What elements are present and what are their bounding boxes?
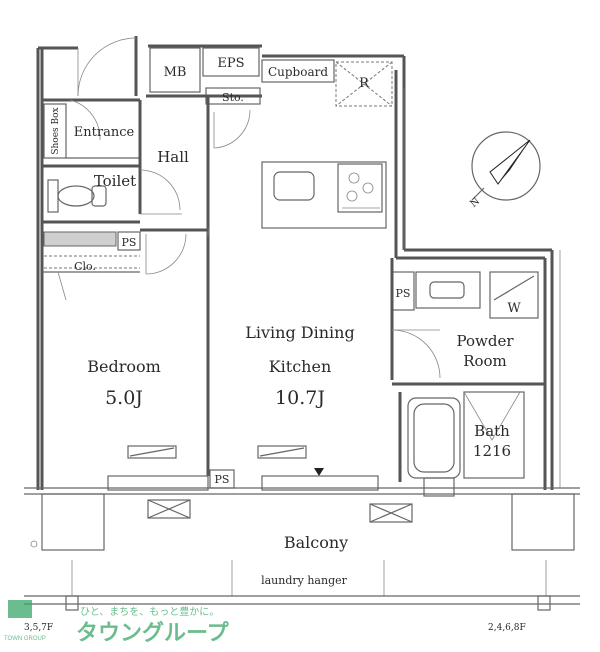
kitchen <box>261 161 387 229</box>
bedroom-name: Bedroom <box>87 357 161 376</box>
room-labels: MB EPS Cupboard R Sto. Shoes Box Entranc… <box>24 56 526 633</box>
brand-tagline: ひと、まちを、もっと豊かに。 <box>80 605 219 618</box>
ldk-size: 10.7J <box>275 387 325 409</box>
powder-room-line2: Room <box>463 352 507 370</box>
closet-label: Clo. <box>74 260 96 273</box>
wet-area <box>390 258 545 497</box>
hall-label: Hall <box>157 148 189 166</box>
ps-bottom-label: PS <box>215 473 230 486</box>
ldk-name-line2: Kitchen <box>269 357 332 376</box>
laundry-hanger-label: laundry hanger <box>261 574 348 587</box>
storage-label: Sto. <box>222 91 244 104</box>
floor-note-right: 2,4,6,8F <box>488 623 526 633</box>
north-arrow-icon: N <box>468 131 541 210</box>
washer-label: W <box>507 301 521 316</box>
bedroom-ldk <box>107 236 379 491</box>
closet-area <box>42 228 208 301</box>
brand-name: タウングループ <box>76 620 230 646</box>
brand-watermark: TOWN GROUP ひと、まちを、もっと豊かに。 タウングループ <box>4 600 230 646</box>
bath-name: Bath <box>474 422 510 440</box>
mb-label: MB <box>164 65 187 80</box>
brand-sub: TOWN GROUP <box>4 636 46 642</box>
utility-block <box>146 47 393 107</box>
compass-label: N <box>468 196 482 210</box>
brand-logo-icon <box>8 600 32 618</box>
ps-powder-label: PS <box>396 287 411 300</box>
outer-walls <box>24 36 580 495</box>
powder-room-line1: Powder <box>456 332 514 350</box>
toilet-label: Toilet <box>94 172 136 190</box>
eps-label: EPS <box>217 56 244 71</box>
bedroom-size: 5.0J <box>105 387 143 409</box>
ldk-name-line1: Living Dining <box>245 323 354 342</box>
balcony-label: Balcony <box>284 533 348 552</box>
floor-note-left: 3,5,7F <box>24 623 53 633</box>
entrance-label: Entrance <box>74 125 135 140</box>
refrigerator-label: R <box>359 76 370 91</box>
bath-size: 1216 <box>473 442 511 460</box>
ps-bedroom-label: PS <box>122 236 137 249</box>
entrance-area <box>42 37 251 236</box>
shoes-box-label: Shoes Box <box>51 107 61 154</box>
cupboard-label: Cupboard <box>268 65 328 79</box>
balcony <box>24 493 580 611</box>
